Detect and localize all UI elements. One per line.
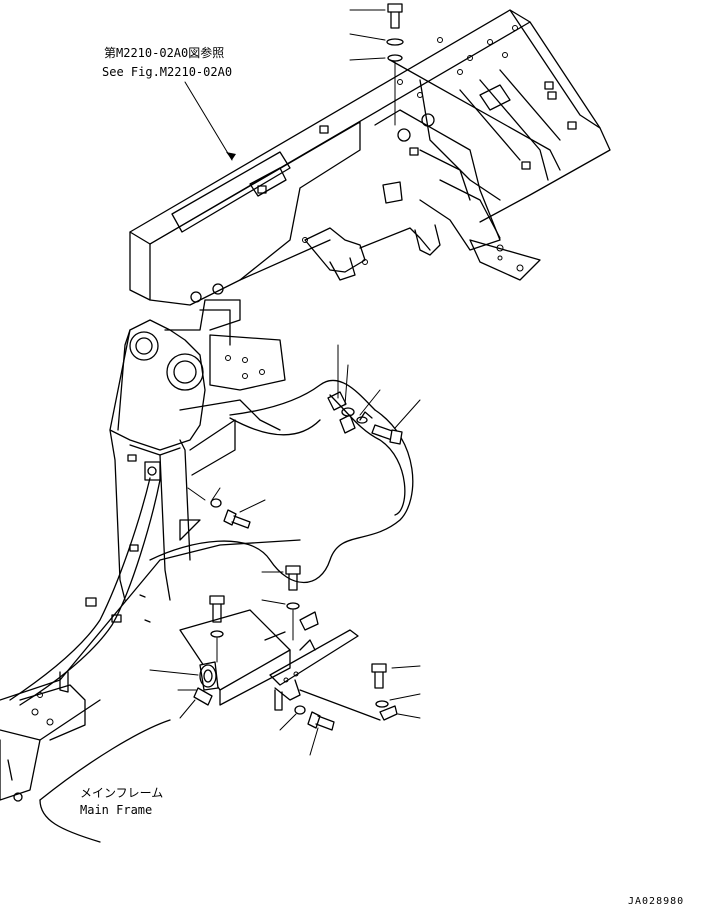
leader-see-fig — [184, 81, 233, 161]
upper-bracket-clamp — [239, 227, 431, 281]
wire-harness — [9, 379, 414, 706]
lower-bolt-stack-left — [209, 595, 225, 663]
vertical-column — [109, 283, 286, 601]
see-fig-label-en: See Fig.M2210-02A0 — [102, 65, 232, 79]
top-bolt-stack — [349, 3, 404, 126]
terminal-connection — [327, 344, 421, 445]
drawing-code: JA028980 — [628, 896, 684, 907]
lower-clamp — [149, 661, 219, 719]
upper-frame — [129, 9, 611, 306]
main-frame-label-jp: メインフレーム — [80, 786, 163, 800]
see-fig-label-jp: 第M2210-02A0図参照 — [104, 45, 224, 60]
mid-left-bolt — [187, 487, 266, 529]
lower-right-bolt — [371, 663, 421, 721]
leader-arrowhead — [226, 152, 236, 160]
bottom-bolt — [279, 705, 335, 756]
main-frame — [0, 539, 301, 843]
mount-block — [374, 109, 541, 281]
lower-bolt-stack-right — [261, 565, 301, 641]
main-frame-label-en: Main Frame — [80, 803, 152, 817]
